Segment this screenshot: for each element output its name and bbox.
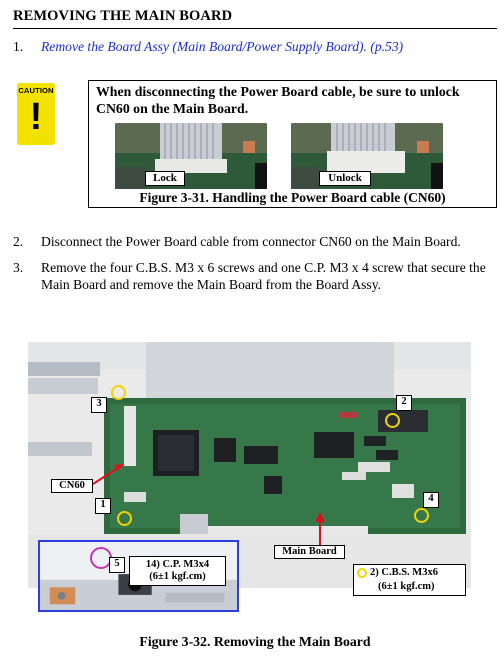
legend-torque: (6±1 kgf.cm)	[378, 581, 435, 592]
screw-ring-3	[111, 385, 126, 400]
main-board-photo	[28, 342, 471, 588]
caution-label: CAUTION	[18, 86, 54, 95]
inset-screw-name: 14) C.P. M3x4	[145, 559, 210, 570]
inset-screw-torque: (6±1 kgf.cm)	[149, 571, 206, 582]
screw-ring-1	[117, 511, 132, 526]
step-number: 2.	[13, 234, 24, 249]
main-board-label: Main Board	[274, 545, 345, 559]
caution-icon: CAUTION !	[17, 83, 55, 145]
screw-number-4: 4	[423, 492, 439, 508]
screw-ring-2	[385, 413, 400, 428]
cn60-label: CN60	[51, 479, 93, 493]
section-title: REMOVING THE MAIN BOARD	[13, 8, 233, 24]
exclamation-icon: !	[29, 96, 43, 138]
board-assy-link[interactable]: Remove the Board Assy (Main Board/Power …	[41, 39, 404, 54]
screw-number-2: 2	[396, 395, 412, 411]
caution-text: When disconnecting the Power Board cable…	[96, 84, 460, 116]
figure-caption-3-31: Figure 3-31. Handling the Power Board ca…	[139, 190, 446, 205]
screw-ring-4	[414, 508, 429, 523]
cn60-lock-photo	[115, 123, 267, 189]
step-text: Remove the four C.B.S. M3 x 6 screws and…	[41, 260, 486, 292]
screw-number-3: 3	[91, 397, 107, 413]
screw-number-1: 1	[95, 498, 111, 514]
caution-box: When disconnecting the Power Board cable…	[88, 80, 497, 208]
legend-screw-name: 2) C.B.S. M3x6	[370, 567, 438, 578]
lock-label: Lock	[145, 171, 185, 186]
title-rule	[13, 28, 497, 29]
unlock-label: Unlock	[319, 171, 371, 186]
inset-screw-spec: 14) C.P. M3x4 (6±1 kgf.cm)	[129, 556, 226, 586]
step-number: 1.	[13, 39, 24, 54]
screw-legend: 2) C.B.S. M3x6 (6±1 kgf.cm)	[353, 564, 466, 596]
step-number: 3.	[13, 260, 24, 275]
screw-legend-icon	[357, 568, 367, 578]
step-text: Disconnect the Power Board cable from co…	[41, 234, 461, 249]
figure-caption-3-32: Figure 3-32. Removing the Main Board	[139, 634, 371, 649]
screw-number-5: 5	[109, 557, 125, 573]
